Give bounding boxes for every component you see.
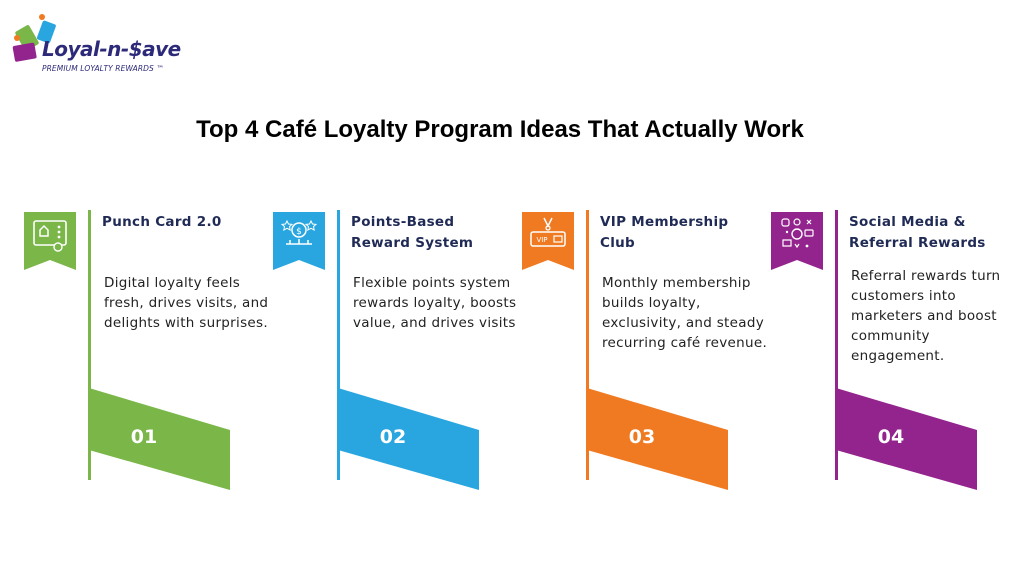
step-card-01: Punch Card 2.0 Digital loyalty feels fre… xyxy=(24,210,268,500)
brand-logo: Loyal-n-$ave PREMIUM LOYALTY REWARDS ™ xyxy=(12,12,187,78)
points-reward-icon: $ xyxy=(281,219,317,245)
step-badge: $ xyxy=(273,212,325,270)
step-card-02: $ Points-Based Reward System Flexible po… xyxy=(273,210,516,500)
step-heading: Punch Card 2.0 xyxy=(102,214,222,230)
step-timeline-line xyxy=(88,210,91,480)
step-timeline-line xyxy=(835,210,838,480)
step-description: Digital loyalty feels fresh, drives visi… xyxy=(104,275,269,331)
step-number: 04 xyxy=(877,426,905,448)
page-title: Top 4 Café Loyalty Program Ideas That Ac… xyxy=(196,116,804,143)
step-description: Referral rewards turn customers into mar… xyxy=(851,268,1001,364)
step-heading: Points-Based Reward System xyxy=(351,214,474,251)
step-number-ribbon xyxy=(836,388,977,490)
step-card-04: Social Media & Referral Rewards Referral… xyxy=(771,210,1001,500)
svg-text:$: $ xyxy=(296,227,302,237)
step-number: 03 xyxy=(628,426,656,448)
step-timeline-line xyxy=(586,210,589,480)
step-number: 01 xyxy=(130,426,158,448)
step-description: Flexible points system rewards loyalty, … xyxy=(353,275,517,331)
price-tag-logo-icon xyxy=(12,14,56,62)
step-number: 02 xyxy=(379,426,407,448)
step-badge xyxy=(24,212,76,270)
step-description: Monthly membership builds loyalty, exclu… xyxy=(602,275,768,351)
social-media-icon xyxy=(781,218,814,249)
digital-punch-card-icon xyxy=(33,220,67,252)
step-timeline-line xyxy=(337,210,340,480)
step-badge xyxy=(771,212,823,270)
step-badge: VIP xyxy=(522,212,574,270)
step-card-03: VIP VIP Membership Club Monthly membersh… xyxy=(522,210,767,500)
step-number-ribbon xyxy=(587,388,728,490)
svg-text:VIP: VIP xyxy=(536,236,547,244)
step-heading: VIP Membership Club xyxy=(600,214,729,251)
vip-card-icon: VIP xyxy=(530,217,566,247)
brand-name: Loyal-n-$ave xyxy=(42,37,181,61)
step-heading: Social Media & Referral Rewards xyxy=(849,214,986,251)
step-number-ribbon xyxy=(338,388,479,490)
step-number-ribbon xyxy=(89,388,230,490)
brand-tagline: PREMIUM LOYALTY REWARDS ™ xyxy=(42,64,164,73)
